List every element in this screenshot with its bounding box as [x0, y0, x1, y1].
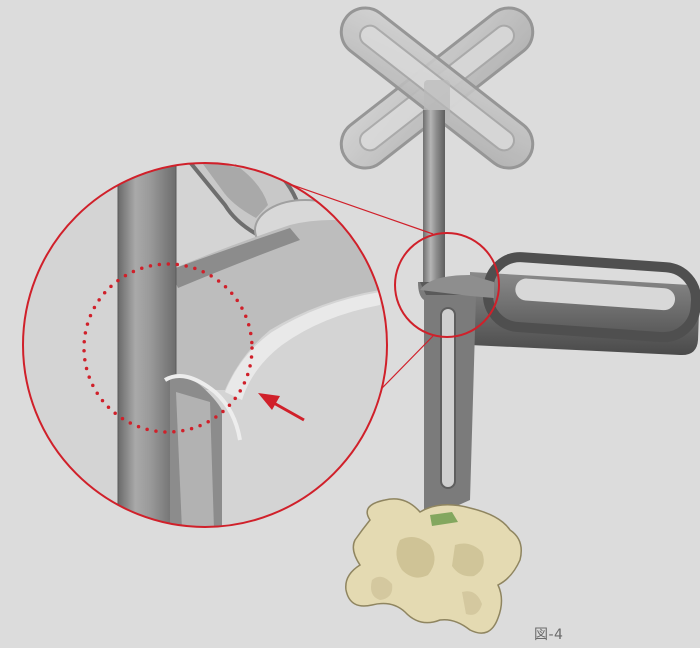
- dotted-focus-circle: [82, 262, 254, 434]
- vertebra-bone: [345, 498, 522, 634]
- retractor-plate: [418, 275, 494, 522]
- arrow-indicator: [258, 393, 305, 422]
- figure-caption: 図-4: [534, 627, 564, 643]
- shaft: [423, 110, 445, 295]
- side-handle: [470, 252, 700, 356]
- small-highlight-circle: [394, 232, 500, 338]
